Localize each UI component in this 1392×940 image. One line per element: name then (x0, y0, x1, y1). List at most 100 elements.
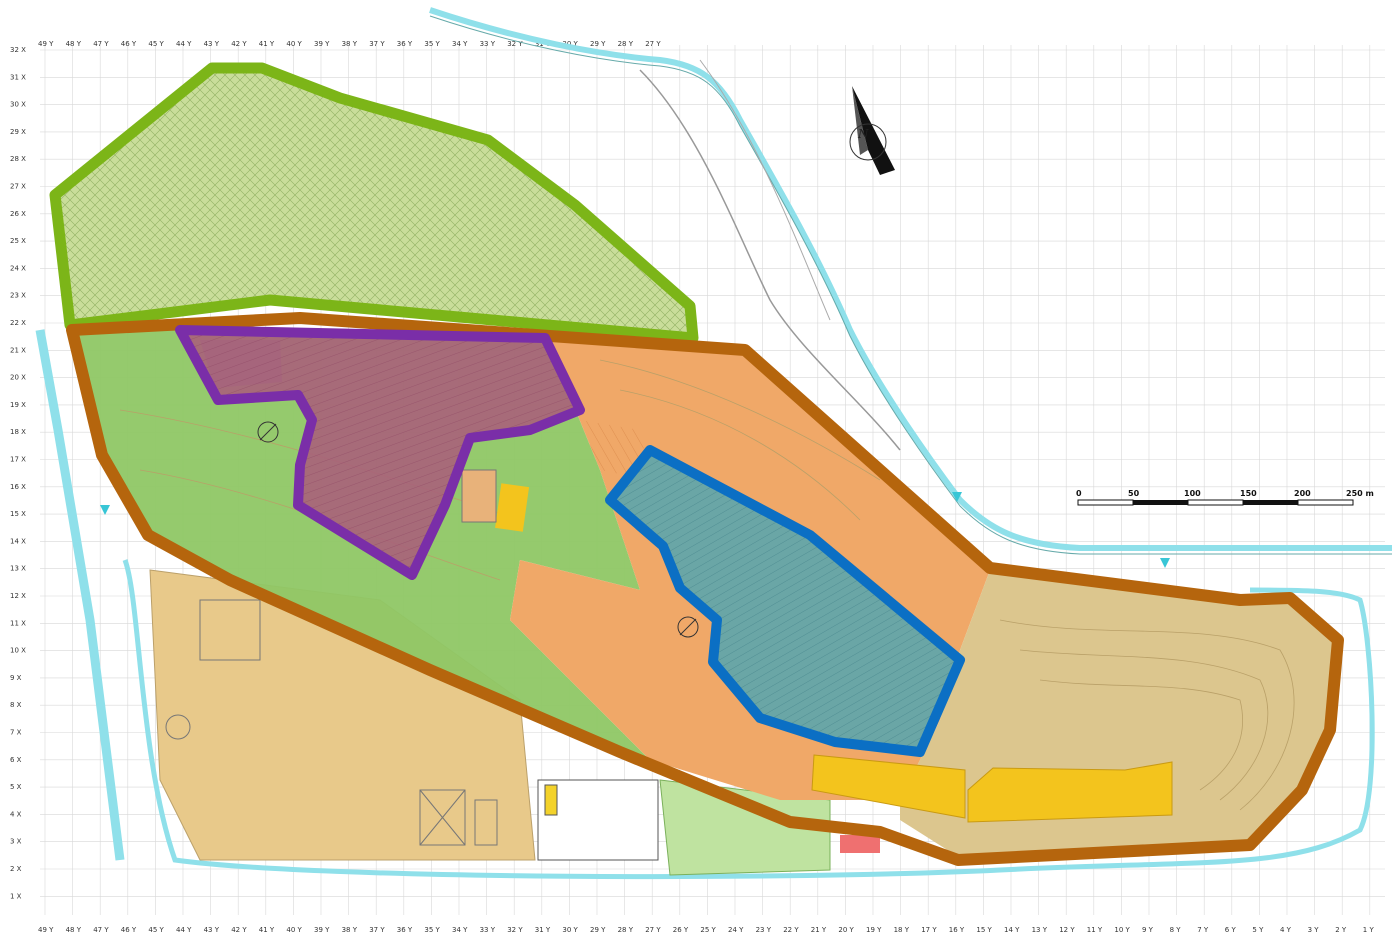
waterways (35, 7, 1392, 880)
grid-bottom-label: 40 Y (286, 926, 302, 934)
grid-left-label: 2 X (10, 865, 22, 873)
grid-top-label: 30 Y (562, 40, 578, 48)
survey-markers (257, 421, 699, 638)
grid-top-label: 48 Y (66, 40, 82, 48)
grid-top-label: 36 Y (397, 40, 413, 48)
scale-tick-100: 100 (1184, 489, 1201, 498)
grid-left-label: 15 X (10, 510, 26, 518)
facility-buildings (537, 779, 659, 861)
southwest-buildings (165, 599, 498, 846)
grid-top-label: 35 Y (424, 40, 440, 48)
grid-top-label: 27 Y (645, 40, 661, 48)
grid-bottom-label: 27 Y (645, 926, 661, 934)
grid-bottom-label: 7 Y (1197, 926, 1209, 934)
grid-bottom-label: 28 Y (618, 926, 634, 934)
grid-bottom-label: 11 Y (1087, 926, 1103, 934)
grid-left-label: 27 X (10, 183, 26, 191)
grid-left-label: 32 X (10, 46, 26, 54)
grid-bottom-label: 30 Y (562, 926, 578, 934)
grid-bottom-label: 4 Y (1280, 926, 1292, 934)
grid-left-label: 19 X (10, 401, 26, 409)
canal-bottom (122, 559, 1375, 880)
grid-left-label: 5 X (10, 783, 22, 791)
grid-left-label: 14 X (10, 537, 26, 545)
road-right-2 (699, 59, 831, 321)
grid-left-label: 29 X (10, 128, 26, 136)
grid-bottom-label: 23 Y (756, 926, 772, 934)
grid-bottom-label: 49 Y (38, 926, 54, 934)
grid-top-label: 41 Y (259, 40, 275, 48)
grid-bottom-label: 46 Y (121, 926, 137, 934)
scale-tick-200: 200 (1294, 489, 1311, 498)
grid-bottom-label: 45 Y (148, 926, 164, 934)
river-upper-bank (429, 15, 1392, 555)
grid-left-label: 16 X (10, 483, 26, 491)
grid-left-label: 25 X (10, 237, 26, 245)
scale-tick-250: 250 m (1346, 489, 1374, 498)
grid-left-label: 9 X (10, 674, 22, 682)
scale-tick-0: 0 (1076, 489, 1082, 498)
grid-bottom-label: 21 Y (811, 926, 827, 934)
yellow-block-small (495, 483, 530, 532)
grid-bottom-label: 32 Y (507, 926, 523, 934)
water-markers (100, 492, 1170, 568)
grid-top-label: 46 Y (121, 40, 137, 48)
grid-left-label: 7 X (10, 729, 22, 737)
grid-bottom-label: 43 Y (204, 926, 220, 934)
grid-left-label: 8 X (10, 701, 22, 709)
grid-left-label: 10 X (10, 647, 26, 655)
grid-bottom-label: 22 Y (783, 926, 799, 934)
grid-bottom-label: 10 Y (1114, 926, 1130, 934)
grid-left-label: 18 X (10, 428, 26, 436)
grid-left-label: 3 X (10, 838, 22, 846)
grid-top-label: 45 Y (148, 40, 164, 48)
grid-bottom-label: 33 Y (480, 926, 496, 934)
grid-left-labels: 32 X31 X30 X29 X28 X27 X26 X25 X24 X23 X… (10, 46, 26, 900)
grid-bottom-label: 1 Y (1363, 926, 1375, 934)
grid-bottom-label: 9 Y (1142, 926, 1154, 934)
grid-bottom-label: 6 Y (1225, 926, 1237, 934)
grid-left-label: 21 X (10, 346, 26, 354)
grid-top-label: 38 Y (342, 40, 358, 48)
grid-bottom-label: 12 Y (1059, 926, 1075, 934)
grid-top-label: 40 Y (286, 40, 302, 48)
grid-bottom-label: 35 Y (424, 926, 440, 934)
grid-top-label: 39 Y (314, 40, 330, 48)
grid-top-label: 32 Y (507, 40, 523, 48)
grid-bottom-label: 14 Y (1004, 926, 1020, 934)
small-building (461, 469, 497, 523)
grid-top-label: 29 Y (590, 40, 606, 48)
grid-bottom-label: 3 Y (1308, 926, 1320, 934)
grid-left-label: 17 X (10, 456, 26, 464)
grid-top-label: 47 Y (93, 40, 109, 48)
north-arrow: N (849, 86, 895, 175)
grid-left-label: 23 X (10, 292, 26, 300)
grid-top-label: 49 Y (38, 40, 54, 48)
grid-left-label: 28 X (10, 155, 26, 163)
grid-top-label: 42 Y (231, 40, 247, 48)
blue-boundary (605, 445, 965, 757)
scale-tick-50: 50 (1128, 489, 1140, 498)
grid-bottom-label: 8 Y (1170, 926, 1182, 934)
grid-left-label: 1 X (10, 892, 22, 900)
river-upper (429, 7, 1392, 551)
grid-bottom-label: 19 Y (866, 926, 882, 934)
red-building (840, 835, 880, 853)
grid-left-label: 11 X (10, 619, 26, 627)
grid-bottom-label: 13 Y (1032, 926, 1048, 934)
grid-left-label: 26 X (10, 210, 26, 218)
grid-top-label: 28 Y (618, 40, 634, 48)
grid-left-label: 12 X (10, 592, 26, 600)
grid-bottom-label: 17 Y (921, 926, 937, 934)
grid-bottom-label: 18 Y (894, 926, 910, 934)
north-green-zone-hatch (55, 68, 693, 338)
grid-bottom-label: 37 Y (369, 926, 385, 934)
grid-top-label: 43 Y (204, 40, 220, 48)
scale-tick-150: 150 (1240, 489, 1257, 498)
grid-bottom-label: 2 Y (1335, 926, 1347, 934)
grid-bottom-label: 36 Y (397, 926, 413, 934)
grid-left-label: 13 X (10, 565, 26, 573)
